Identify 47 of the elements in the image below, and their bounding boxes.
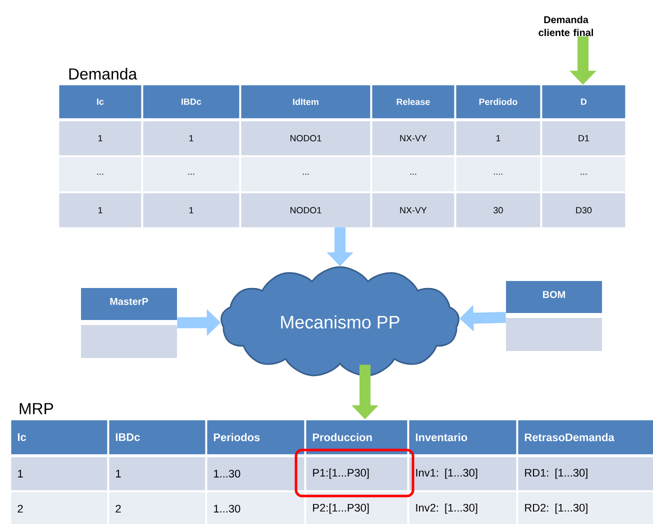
- table-cell: NX-VY: [372, 121, 454, 156]
- table-cell: 2: [109, 492, 206, 524]
- table-cell: ...: [143, 157, 240, 192]
- header-cell: IdItem: [241, 85, 370, 118]
- table-cell: ...: [372, 157, 454, 192]
- header-cell: Inventario: [409, 420, 516, 454]
- table-cell: 1: [143, 121, 240, 156]
- header-cell: IBDc: [109, 420, 206, 454]
- table-cell: D1: [542, 121, 626, 156]
- header-cell: Ic: [59, 85, 142, 118]
- table-cell: 1: [143, 193, 240, 228]
- table-cell: Inv1: [1...30]: [409, 457, 516, 490]
- caption-text: Demanda cliente final: [538, 16, 593, 36]
- table-cell: RD1: [1...30]: [518, 457, 653, 490]
- header-cell: D: [542, 85, 626, 118]
- table-cell: 1: [456, 121, 540, 156]
- table-cell: 1: [11, 457, 108, 490]
- table-cell: P1:[1...P30]: [306, 457, 408, 490]
- table-cell: 2: [11, 492, 108, 524]
- table-title: Demanda: [69, 68, 138, 80]
- header-cell: RetrasoDemanda: [518, 420, 653, 454]
- table-cell: 1: [59, 193, 142, 228]
- header-cell: IBDc: [143, 85, 240, 118]
- table-cell: Inv2: [1...30]: [409, 492, 516, 524]
- header-cell: Ic: [11, 420, 108, 454]
- table-cell: ...: [59, 157, 142, 192]
- table-cell: 30: [456, 193, 540, 228]
- header-cell: Periodos: [207, 420, 304, 454]
- header-cell: Produccion: [306, 420, 408, 454]
- table-cell: 1...30: [207, 457, 304, 490]
- table-cell: ....: [456, 157, 540, 192]
- table-cell: 1: [109, 457, 206, 490]
- table-box: MasterP: [81, 288, 177, 358]
- table-cell: D30: [542, 193, 626, 228]
- table-cell: NX-VY: [372, 193, 454, 228]
- header-cell: Release: [372, 85, 454, 118]
- table-cell: ...: [241, 157, 370, 192]
- table-box: BOM: [506, 281, 602, 351]
- table-cell: NODO1: [241, 193, 370, 228]
- table-cell: 1...30: [207, 492, 304, 524]
- table-cell: P2:[1...P30]: [306, 492, 408, 524]
- header-cell: Perdiodo: [456, 85, 540, 118]
- table-cell: NODO1: [241, 121, 370, 156]
- table-cell: ...: [542, 157, 626, 192]
- table-title: MRP: [20, 403, 54, 414]
- table-cell: 1: [59, 121, 142, 156]
- table-cell: RD2: [1...30]: [518, 492, 653, 524]
